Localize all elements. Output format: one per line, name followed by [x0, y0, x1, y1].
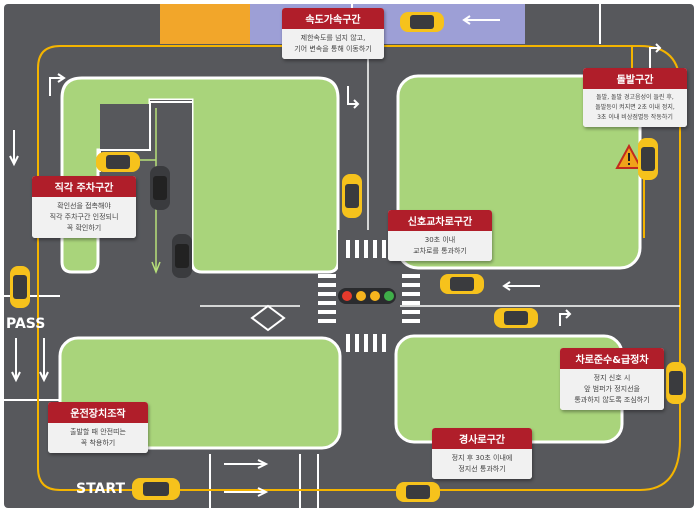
taxi-car-icon	[96, 152, 140, 172]
taxi-car-icon	[172, 234, 192, 278]
taxi-car-icon	[342, 174, 362, 218]
traffic-light-icon	[338, 288, 396, 304]
taxi-car-icon	[10, 266, 30, 308]
callout-title: 신호교차로구간	[388, 210, 492, 231]
diamond-marking-icon	[250, 304, 286, 332]
taxi-car-icon	[400, 12, 444, 32]
callout-title: 경사로구간	[432, 428, 532, 449]
outer-yellow-line	[37, 45, 681, 491]
taxi-car-icon	[150, 166, 170, 210]
taxi-car-icon	[10, 12, 686, 502]
callout-signal: 신호교차로구간 30초 이내 교차로를 통과하기	[388, 210, 492, 261]
taxi-car-icon	[440, 274, 484, 294]
callout-title: 운전장치조작	[48, 402, 148, 423]
callout-body: 확인선을 접촉해야 직각 주차구간 인정되니 꼭 확인하기	[32, 197, 136, 238]
taxi-car-icon	[396, 482, 440, 502]
callout-title: 돌발구간	[583, 68, 687, 89]
taxi-car-icon	[132, 478, 180, 500]
callout-parking: 직각 주차구간 확인선을 접촉해야 직각 주차구간 인정되니 꼭 확인하기	[32, 176, 136, 238]
callout-title: 직각 주차구간	[32, 176, 136, 197]
callout-body: 정지 신호 시 앞 범퍼가 정지선을 통과하지 않도록 조심하기	[560, 369, 664, 410]
taxi-car-icon	[494, 308, 538, 328]
callout-body: 정지 후 30초 이내에 정지선 통과하기	[432, 449, 532, 479]
callout-title: 속도가속구간	[282, 8, 384, 29]
callout-sudden: 돌발구간 돌발, 돌발 경고음성이 들린 후, 돌발등이 켜지면 2초 이내 정…	[583, 68, 687, 127]
callout-lane: 차로준수&급정차 정지 신호 시 앞 범퍼가 정지선을 통과하지 않도록 조심하…	[560, 348, 664, 410]
crosswalk	[318, 240, 420, 352]
callout-slope: 경사로구간 정지 후 30초 이내에 정지선 통과하기	[432, 428, 532, 479]
callout-body: 30초 이내 교차로를 통과하기	[388, 231, 492, 261]
callout-body: 제한속도를 넘지 않고, 기어 변속을 통해 이동하기	[282, 29, 384, 59]
callout-device: 운전장치조작 출발할 때 안전띠는 꼭 착용하기	[48, 402, 148, 453]
taxi-car-icon	[638, 138, 658, 180]
callout-body: 돌발, 돌발 경고음성이 들린 후, 돌발등이 켜지면 2초 이내 정지, 3초…	[583, 89, 687, 127]
start-label: START	[76, 481, 126, 497]
pass-label: PASS	[6, 316, 46, 332]
warning-triangle-icon	[615, 143, 643, 169]
callout-title: 차로준수&급정차	[560, 348, 664, 369]
callout-body: 출발할 때 안전띠는 꼭 착용하기	[48, 423, 148, 453]
taxi-car-icon	[666, 362, 686, 404]
callout-speed: 속도가속구간 제한속도를 넘지 않고, 기어 변속을 통해 이동하기	[282, 8, 384, 59]
orange-zone	[160, 4, 250, 44]
